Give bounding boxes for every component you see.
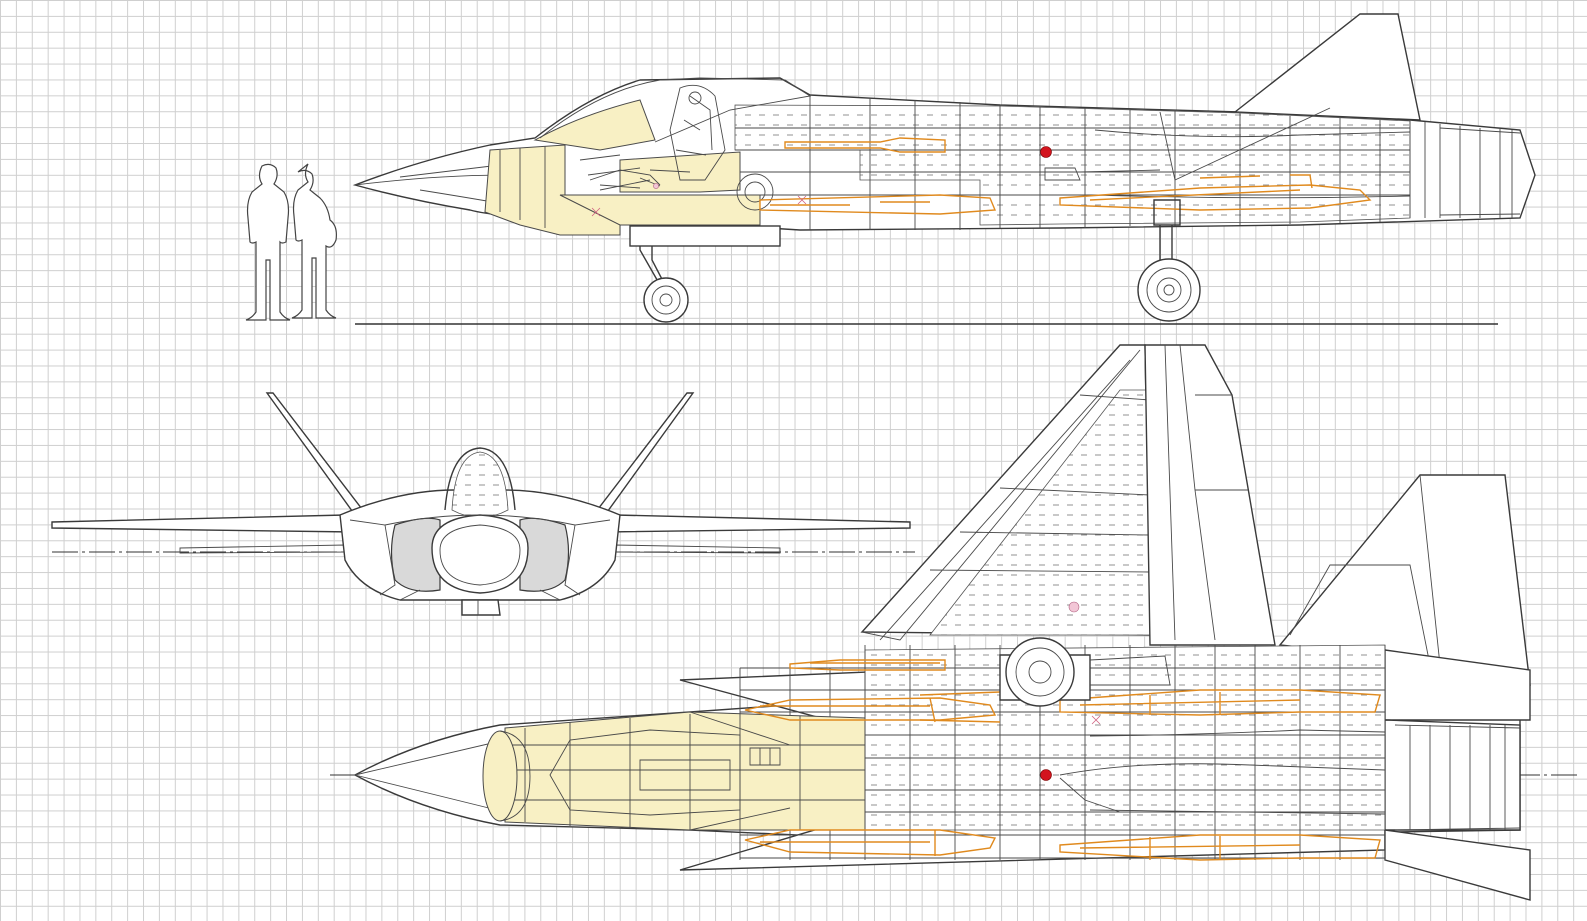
- top-intake-ring: [482, 730, 518, 822]
- front-nose-ring: [431, 514, 529, 594]
- side-panel-lines: [735, 95, 1521, 230]
- side-main-landing-gear: [1137, 199, 1201, 322]
- top-fuel-marker: [1040, 769, 1052, 781]
- front-canopy: [451, 451, 509, 518]
- front-wing-left: [51, 514, 357, 533]
- top-main-wheel: [999, 637, 1171, 707]
- front-tail-right: [593, 392, 695, 516]
- side-profile-view: [245, 13, 1536, 325]
- front-view: [51, 392, 915, 616]
- front-wing-right: [603, 514, 911, 533]
- side-fuel-marker: [1040, 146, 1052, 158]
- side-cockpit-bay: [484, 144, 621, 236]
- side-ejection-seat: [639, 84, 726, 187]
- side-vertical-tail: [1233, 13, 1421, 121]
- top-ordnance: [744, 659, 1381, 861]
- top-cockpit-section: [504, 711, 866, 831]
- side-canopy: [533, 99, 656, 151]
- side-ordnance: [759, 137, 1372, 215]
- human-scale-figures: [245, 163, 337, 321]
- top-plan-view: [330, 344, 1580, 901]
- front-tail-left: [265, 392, 367, 516]
- side-nose-landing-gear: [629, 225, 781, 323]
